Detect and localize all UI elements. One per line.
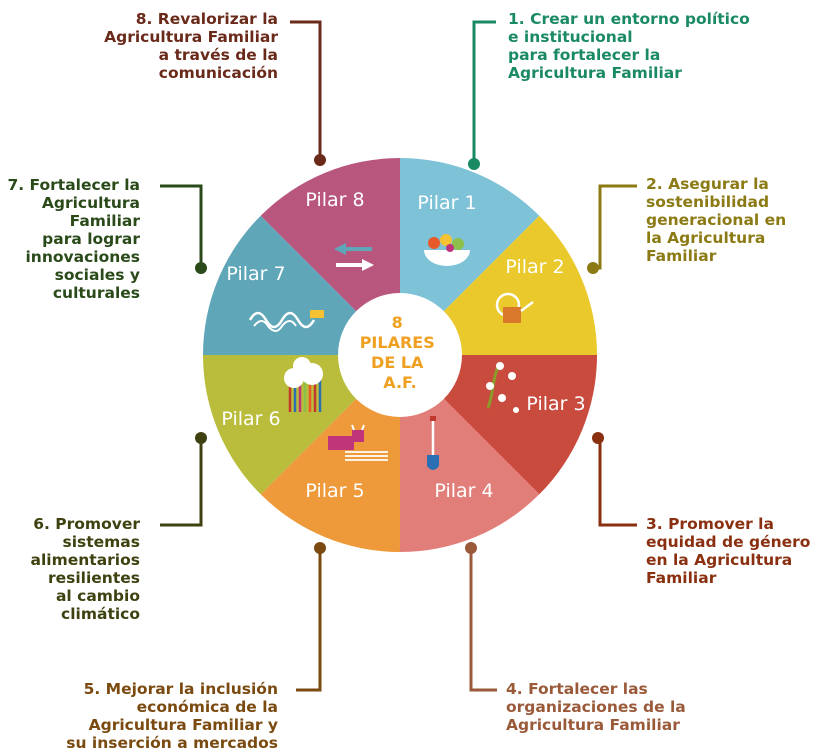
pillar-6-connector-dot (195, 432, 207, 444)
pillar-8-connector (290, 20, 322, 160)
center-line-2: PILARES (360, 333, 435, 352)
center-line-3: DE LA (371, 353, 424, 372)
pillar-4-description: 4. Fortalecer las organizaciones de la A… (506, 680, 686, 734)
pillar-4-connector (469, 548, 497, 692)
pillar-3-connector (598, 436, 637, 527)
pillar-8-description: 8. Revalorizar la Agricultura Familiar a… (104, 10, 278, 82)
pillar-5-label: Pilar 5 (305, 480, 364, 502)
vegetable-bowl-icon (424, 234, 470, 266)
pillar-2-description: 2. Asegurar la sostenibilidad generacion… (646, 175, 787, 265)
pillar-8-label: Pilar 8 (305, 189, 364, 211)
svg-text:8 PILARES DE LA A.: 8 PILARES DE LA A.F. (360, 313, 441, 392)
pillar-1-connector (472, 20, 496, 164)
pillar-6-label: Pilar 6 (221, 408, 280, 430)
pillar-1-connector-dot (468, 158, 480, 170)
pillar-7-connector-dot (195, 262, 207, 274)
pillar-1-description: 1. Crear un entorno político e instituci… (508, 10, 750, 82)
cow-icon (328, 424, 388, 461)
waves-icon (248, 310, 324, 332)
pillar-4-connector-dot (465, 542, 477, 554)
pillar-7-description: 7. Fortalecer la Agricultura Familiar pa… (7, 176, 140, 302)
pillar-5-description: 5. Mejorar la inclusión económica de la … (66, 680, 278, 752)
pillar-7-connector (160, 184, 203, 268)
pillar-1-label: Pilar 1 (417, 192, 476, 214)
pillar-5-connector (296, 548, 322, 692)
center-circle (338, 293, 462, 417)
trees-icon (284, 357, 323, 412)
pillar-6-connector (160, 438, 203, 527)
exchange-arrows-icon (334, 243, 374, 271)
pillar-2-connector-dot (587, 262, 599, 274)
plant-sprout-icon (486, 361, 519, 413)
center-line-1: 8 (392, 313, 403, 332)
pillar-3-label: Pilar 3 (526, 393, 585, 415)
center-line-4: A.F. (383, 373, 416, 392)
pillar-5-connector-dot (314, 542, 326, 554)
pillar-2-label: Pilar 2 (505, 256, 564, 278)
pillar-3-connector-dot (592, 432, 604, 444)
pillar-7-label: Pilar 7 (226, 263, 285, 285)
watering-can-icon (495, 292, 534, 323)
pillar-8-connector-dot (314, 154, 326, 166)
pillar-6-description: 6. Promover sistemas alimentarios resili… (30, 515, 140, 623)
shovel-icon (427, 416, 439, 470)
pillar-2-connector (593, 184, 637, 270)
pillar-3-description: 3. Promover la equidad de género en la A… (646, 515, 811, 587)
pillar-4-label: Pilar 4 (434, 480, 493, 502)
